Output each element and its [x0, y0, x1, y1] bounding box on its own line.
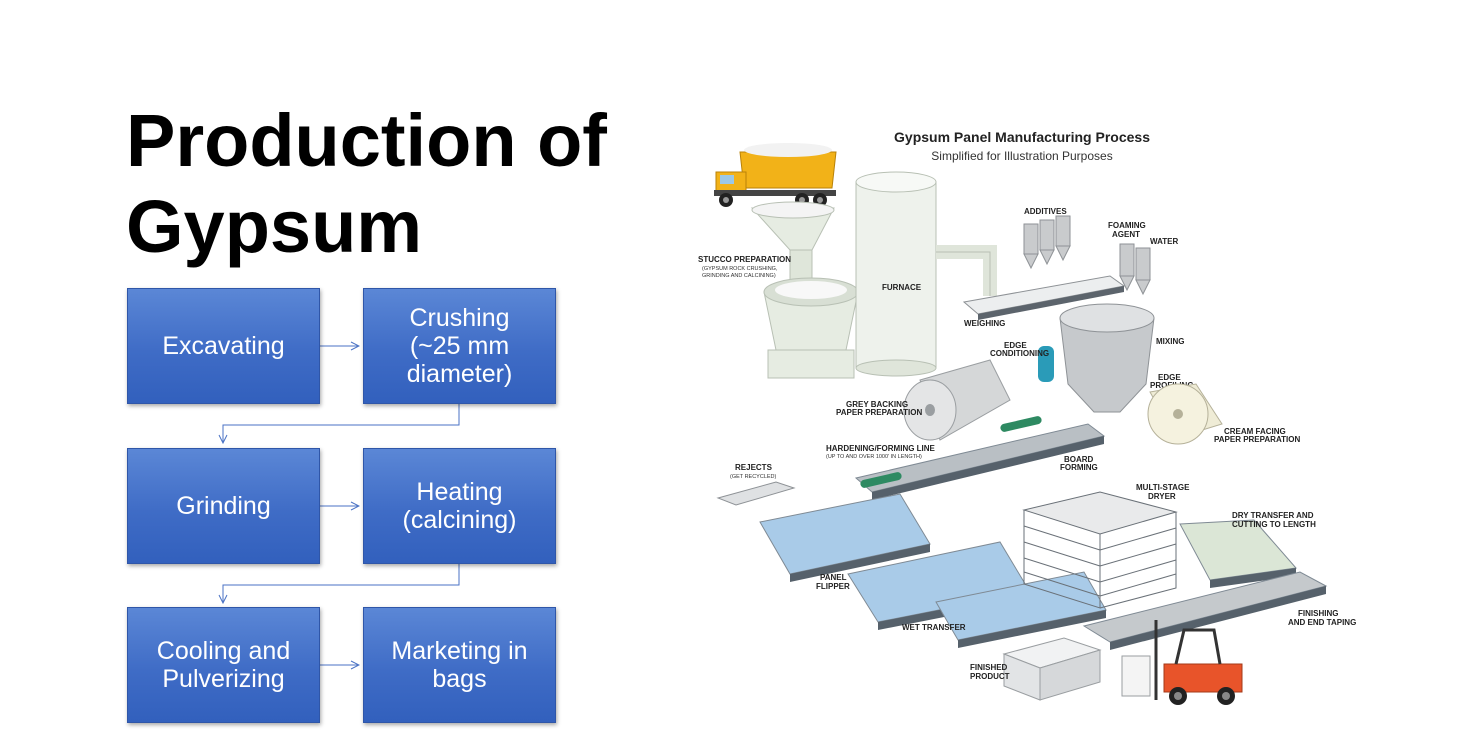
weighing-conveyor — [962, 275, 1126, 320]
forklift — [1121, 620, 1243, 705]
label-foaming: FOAMING — [1108, 221, 1146, 230]
label-foaming-agent: AGENT — [1112, 230, 1140, 239]
label-edge-cond: EDGE — [1004, 341, 1027, 350]
label-board: BOARD — [1064, 455, 1094, 464]
label-furnace: FURNACE — [882, 283, 922, 292]
label-rejects-sub: (GET RECYCLED) — [730, 474, 777, 480]
step-grinding: Grinding — [127, 448, 320, 564]
label-rejects: REJECTS — [735, 463, 773, 472]
additive-silos — [1023, 215, 1151, 296]
label-finished-2: PRODUCT — [970, 672, 1010, 681]
cream-paper-roll — [1147, 383, 1223, 445]
label-board-2: FORMING — [1060, 463, 1098, 472]
label-dry-transfer: DRY TRANSFER AND — [1232, 511, 1314, 520]
illustration-subtitle: Simplified for Illustration Purposes — [931, 149, 1112, 163]
label-flipper: PANEL — [820, 573, 847, 582]
arrow-heating-cooling — [223, 564, 460, 603]
step-heating: Heating (calcining) — [363, 448, 556, 564]
label-water: WATER — [1150, 237, 1179, 246]
step-crushing: Crushing (~25 mm diameter) — [363, 288, 556, 404]
label-hardening: HARDENING/FORMING LINE — [826, 444, 936, 453]
rejects-stack — [716, 481, 796, 506]
finished-product-stack — [1002, 637, 1102, 701]
label-dryer-2: DRYER — [1148, 492, 1176, 501]
label-stucco: STUCCO PREPARATION — [698, 255, 791, 264]
dry-transfer-conveyor — [1082, 519, 1328, 650]
label-cream-2: PAPER PREPARATION — [1214, 435, 1300, 444]
step-excavating: Excavating — [127, 288, 320, 404]
slide-title: Production of Gypsum — [126, 99, 607, 268]
dump-truck — [714, 143, 837, 207]
label-hardening-sub: (UP TO AND OVER 1000' IN LENGTH) — [826, 454, 922, 460]
grey-paper-roll — [903, 359, 1011, 441]
mixer — [1059, 303, 1155, 413]
label-cream: CREAM FACING — [1224, 427, 1286, 436]
label-weighing: WEIGHING — [964, 319, 1005, 328]
wet-transfer-conveyor — [759, 493, 1107, 648]
label-stucco-sub1: (GYPSUM ROCK CRUSHING, — [702, 266, 778, 272]
label-mixing: MIXING — [1156, 337, 1184, 346]
label-dryer: MULTI-STAGE — [1136, 483, 1190, 492]
label-finished: FINISHED — [970, 663, 1008, 672]
label-stucco-sub2: GRINDING AND CALCINING) — [702, 273, 776, 279]
step-marketing: Marketing in bags — [363, 607, 556, 723]
edge-conditioner — [1038, 346, 1054, 382]
stucco-hopper — [750, 201, 859, 379]
arrow-crushing-grinding — [223, 404, 460, 443]
label-additives: ADDITIVES — [1024, 207, 1067, 216]
label-dry-transfer-2: CUTTING TO LENGTH — [1232, 520, 1316, 529]
label-grey-2: PAPER PREPARATION — [836, 408, 922, 417]
manufacturing-illustration: Gypsum Panel Manufacturing Process Simpl… — [698, 129, 1356, 705]
forming-line — [854, 416, 1106, 500]
label-grey: GREY BACKING — [846, 400, 908, 409]
furnace — [855, 171, 997, 377]
dryer — [1022, 491, 1178, 609]
label-wet-transfer: WET TRANSFER — [902, 623, 966, 632]
label-finishing-2: AND END TAPING — [1288, 618, 1356, 627]
label-flipper-2: FLIPPER — [816, 582, 850, 591]
label-edge-cond-2: CONDITIONING — [990, 349, 1049, 358]
illustration-title: Gypsum Panel Manufacturing Process — [894, 129, 1150, 145]
label-edge-prof: EDGE — [1158, 373, 1181, 382]
label-finishing: FINISHING — [1298, 609, 1338, 618]
step-cooling: Cooling and Pulverizing — [127, 607, 320, 723]
